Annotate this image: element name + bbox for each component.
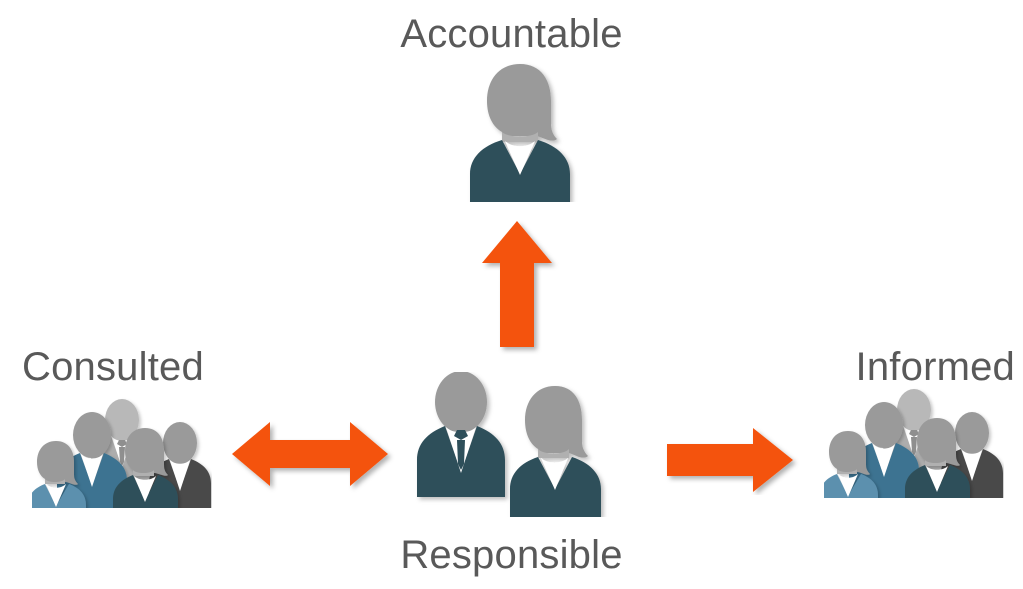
crowd-person-light-blue (32, 441, 86, 508)
figure-group-responsible (415, 372, 615, 517)
node-label-consulted: Consulted (22, 345, 204, 389)
figure-group-informed (824, 386, 1004, 498)
man-and-woman-silhouettes-icon (417, 372, 601, 517)
arrow-right-icon (667, 428, 793, 492)
crowd-person-light-blue (824, 431, 878, 498)
woman-silhouette (510, 386, 601, 517)
crowd-person-dark-teal (113, 428, 178, 508)
arrow-responsible-to-accountable (470, 215, 570, 355)
node-label-accountable: Accountable (400, 12, 623, 56)
arrow-up-icon (482, 221, 552, 347)
arrow-consulted-to-responsible (228, 418, 400, 496)
man-silhouette (417, 372, 505, 497)
node-label-informed: Informed (855, 345, 1015, 389)
figure-group-consulted (32, 396, 212, 508)
crowd-silhouettes-icon (824, 389, 1003, 498)
node-label-responsible: Responsible (400, 533, 623, 577)
crowd-person-dark-teal (905, 418, 970, 498)
arrow-left-right-icon (232, 422, 388, 486)
woman-silhouette-icon (470, 64, 570, 202)
arrow-responsible-to-informed (663, 425, 803, 495)
crowd-silhouettes-icon (32, 399, 211, 508)
figure-group-accountable (462, 62, 578, 202)
